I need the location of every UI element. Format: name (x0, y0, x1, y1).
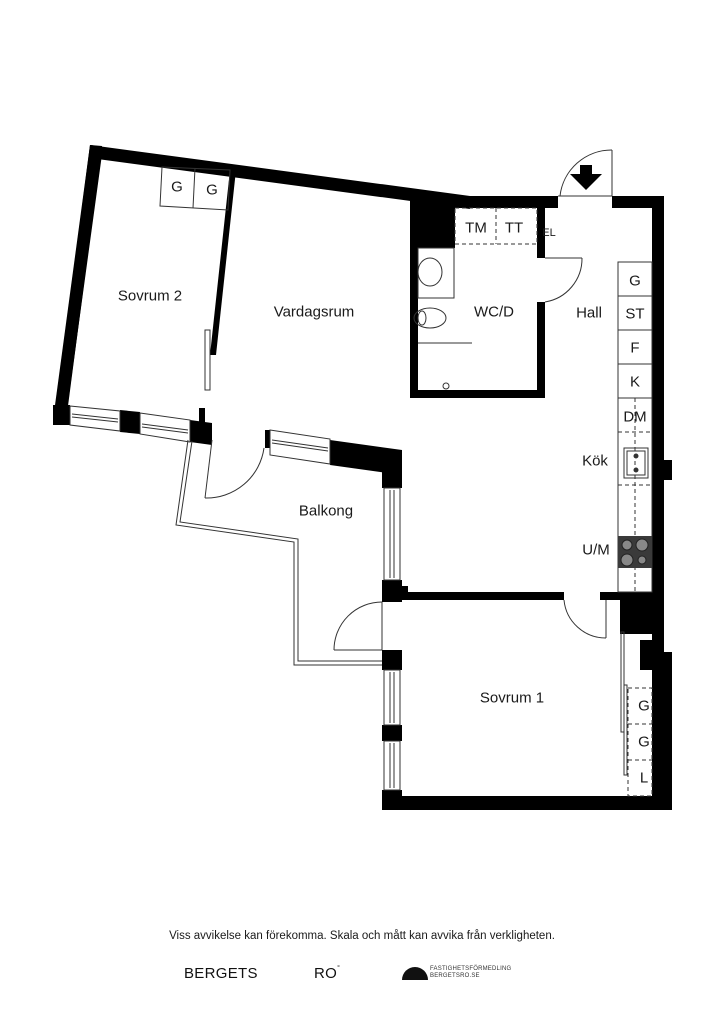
wall-top-left (90, 145, 470, 209)
wall-bath-bottom (410, 390, 545, 398)
wall-bottom (382, 796, 672, 810)
room-label-wcd: WC/D (474, 303, 514, 321)
brand-ro-text: RO (314, 965, 338, 982)
wall-bath-right-top (537, 196, 545, 258)
cabinets (159, 166, 653, 797)
linen-cabinet-label: L (639, 769, 649, 787)
room-label-sovrum2: Sovrum 2 (117, 287, 183, 305)
firm-line-2: BERGETSRO.SE (430, 973, 480, 979)
wardrobe-label: G (206, 181, 218, 199)
appliance-label-k: K (629, 373, 641, 391)
brand-ro: RO° (314, 965, 340, 982)
room-label-balkong: Balkong (298, 502, 354, 520)
firm-line-1: FASTIGHETSFÖRMEDLING (430, 966, 512, 972)
wall-right (652, 196, 664, 656)
firm-info: FASTIGHETSFÖRMEDLING BERGETSRO.SE (430, 966, 511, 980)
room-label-kok: Kök (582, 452, 608, 470)
cabinet-label-st: ST (625, 305, 645, 323)
room-label-vardagsrum: Vardagsrum (273, 303, 355, 321)
wardrobe-label: G (638, 733, 650, 751)
appliance-label-um: U/M (582, 541, 610, 559)
doors (204, 149, 628, 776)
fixture-label-tm: TM (465, 219, 487, 237)
windows (69, 405, 401, 791)
entrance-arrow-icon (570, 165, 602, 190)
bathroom-fixtures (413, 247, 472, 390)
brand-bergets: BERGETS (184, 965, 258, 982)
wall-bath-right-bottom (537, 302, 545, 398)
fixture-label-tt: TT (504, 219, 524, 237)
wall-top-right (612, 196, 664, 208)
cabinet-label-g: G (629, 272, 641, 290)
walls (53, 145, 672, 810)
brand-ro-mark: ° (337, 965, 341, 972)
wall-partition (210, 170, 236, 355)
room-label-hall: Hall (576, 304, 602, 322)
sink (623, 447, 649, 479)
fixture-label-el: EL (542, 227, 556, 239)
firm-logo-icon (402, 967, 428, 980)
wardrobe-label: G (171, 178, 183, 196)
wall-sovrum1-top (382, 592, 564, 600)
stove (618, 536, 652, 568)
wall-bath-left (410, 196, 418, 396)
wardrobe-label: G (638, 697, 650, 715)
appliance-label-f: F (630, 339, 640, 357)
room-label-sovrum1: Sovrum 1 (479, 689, 545, 707)
disclaimer-text: Viss avvikelse kan förekomma. Skala och … (169, 930, 555, 942)
appliance-label-dm: DM (623, 408, 647, 426)
balcony-railing (175, 439, 382, 666)
